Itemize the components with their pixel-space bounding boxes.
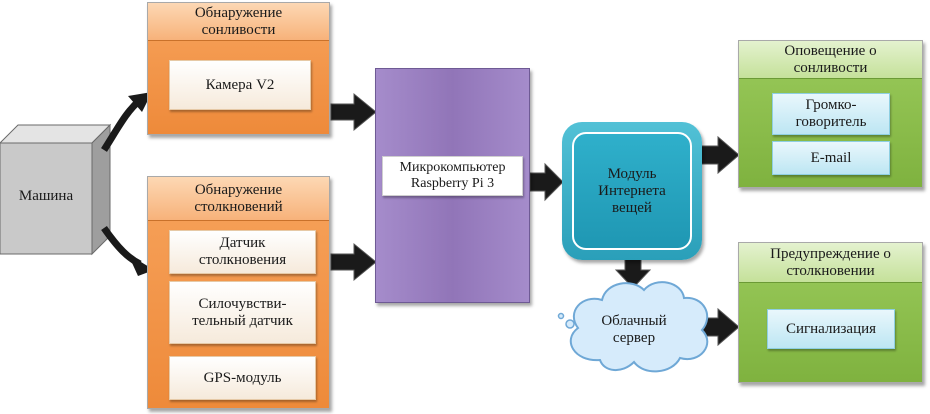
drowsiness-detection-title: Обнаружение сонливости: [148, 3, 329, 41]
gps-module-box: GPS-модуль: [169, 356, 316, 400]
cloud-shape: [557, 281, 709, 373]
arrow-drowsiness-to-micro: [330, 92, 377, 132]
email-box: E-mail: [772, 141, 890, 175]
collision-warning-group: Предупреждение о столкновении Сигнализац…: [738, 242, 923, 383]
machine-cube: [0, 123, 112, 256]
cloud-server-label: Облачный сервер: [601, 313, 667, 346]
camera-v2-box: Камера V2: [169, 60, 311, 110]
collision-detection-title: Обнаружение столкновений: [148, 177, 329, 221]
drowsiness-detection-group: Обнаружение сонливости Камера V2: [147, 2, 330, 135]
microcomputer-block: Микрокомпьютер Raspberry Pi 3: [375, 68, 530, 303]
arrow-collision-to-micro: [330, 242, 377, 282]
machine-label: Машина: [18, 188, 74, 204]
alarm-box: Сигнализация: [767, 309, 895, 349]
arrow-iot-to-alert: [699, 135, 740, 175]
collision-warning-title: Предупреждение о столкновении: [739, 243, 922, 283]
collision-detection-group: Обнаружение столкновений Датчик столкнов…: [147, 176, 330, 409]
drowsiness-alert-title: Оповещение о сонливости: [739, 41, 922, 79]
arrow-micro-to-iot: [529, 162, 564, 202]
force-sensor-box: Силочувстви-тельный датчик: [169, 281, 316, 344]
drowsiness-alert-group: Оповещение о сонливости Громко-говорител…: [738, 40, 923, 188]
microcomputer-label: Микрокомпьютер Raspberry Pi 3: [382, 156, 523, 196]
collision-sensor-box: Датчик столкновения: [169, 230, 316, 274]
iot-module-block: Модуль Интернета вещей: [562, 122, 702, 260]
loudspeaker-box: Громко-говоритель: [772, 93, 890, 135]
iot-module-inner: Модуль Интернета вещей: [572, 132, 692, 250]
iot-module-label: Модуль Интернета вещей: [598, 165, 666, 216]
arrow-iot-to-cloud: [614, 257, 652, 289]
